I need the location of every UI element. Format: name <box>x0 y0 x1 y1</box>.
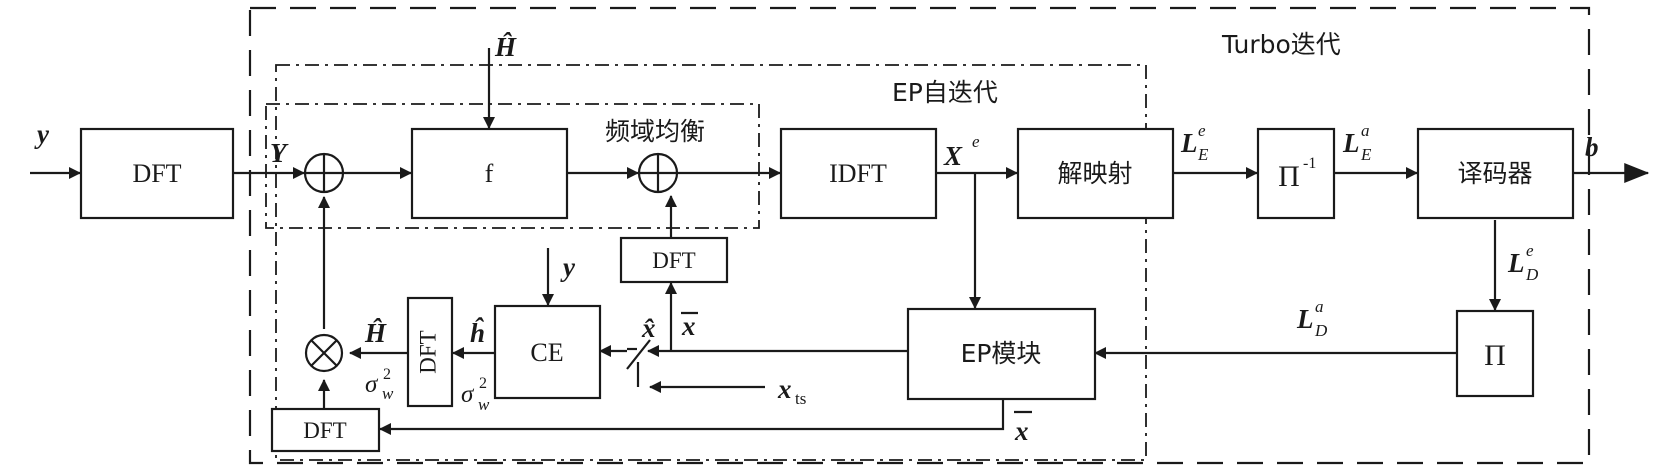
svg-text:译码器: 译码器 <box>1457 159 1532 188</box>
svg-text:DFT: DFT <box>652 248 695 273</box>
svg-text:L: L <box>1296 304 1314 334</box>
label-x-bar-upper: x <box>681 311 698 341</box>
label-X-e: X e <box>943 132 980 171</box>
dft-h-block: DFT <box>406 296 454 408</box>
svg-text:E: E <box>1197 145 1209 164</box>
dft-xbar-block: DFT <box>619 236 729 284</box>
svg-text:-1: -1 <box>1303 155 1316 172</box>
label-H-hat-left: Ĥ <box>364 318 387 348</box>
svg-text:σ: σ <box>461 381 475 408</box>
svg-text:L: L <box>1180 128 1198 158</box>
svg-text:ts: ts <box>795 389 806 408</box>
sum-junction-2 <box>637 152 679 194</box>
wire-ep-to-dft-sigma <box>379 400 1005 435</box>
svg-text:DFT: DFT <box>415 330 440 373</box>
svg-text:a: a <box>1361 121 1370 140</box>
idft-block: IDFT <box>779 127 938 220</box>
label-L-D-e: L e D <box>1507 241 1539 284</box>
label-Y: Y <box>270 138 289 168</box>
svg-text:x: x <box>1014 416 1029 446</box>
svg-text:w: w <box>478 395 490 414</box>
svg-text:e: e <box>972 132 980 151</box>
svg-text:f: f <box>485 159 494 188</box>
svg-text:X: X <box>943 141 963 171</box>
svg-text:IDFT: IDFT <box>829 159 887 188</box>
turbo-iteration-label: Turbo迭代 <box>1221 30 1341 59</box>
dft-input-block: DFT <box>79 127 235 220</box>
interleaver-block: Π <box>1455 309 1535 398</box>
label-x-hat: x̂ <box>641 313 656 343</box>
svg-text:σ: σ <box>365 371 379 398</box>
svg-text:Π: Π <box>1278 160 1300 193</box>
demap-block: 解映射 <box>1016 127 1175 220</box>
label-sigma-w-left: σ 2 w <box>365 366 394 403</box>
ep-self-iteration-label: EP自迭代 <box>892 78 998 107</box>
freq-equalization-label: 频域均衡 <box>605 117 705 146</box>
svg-text:EP模块: EP模块 <box>961 339 1042 368</box>
label-y-ce: y <box>560 252 576 282</box>
svg-text:e: e <box>1198 121 1206 140</box>
dft-sigma-block: DFT <box>270 407 381 453</box>
svg-text:w: w <box>382 384 394 403</box>
ce-block: CE <box>493 304 602 400</box>
deinterleaver-block: Π -1 <box>1256 127 1336 220</box>
svg-text:Π: Π <box>1484 339 1506 372</box>
label-b: b <box>1585 132 1599 162</box>
switch-blade <box>626 339 651 370</box>
svg-text:DFT: DFT <box>303 418 346 443</box>
label-L-E-a: L a E <box>1342 121 1372 164</box>
svg-text:2: 2 <box>479 375 487 392</box>
freq-equalization-region <box>265 103 760 229</box>
label-x-bar-lower: x <box>1014 410 1032 446</box>
svg-text:E: E <box>1360 145 1372 164</box>
svg-text:e: e <box>1526 241 1534 260</box>
label-L-D-a: L a D <box>1296 297 1328 340</box>
label-x-ts: x ts <box>777 374 806 408</box>
svg-text:解映射: 解映射 <box>1057 159 1132 188</box>
svg-text:CE: CE <box>530 338 563 367</box>
f-block: f <box>410 127 569 220</box>
decoder-block: 译码器 <box>1416 127 1575 220</box>
svg-text:L: L <box>1507 248 1525 278</box>
svg-text:DFT: DFT <box>132 159 181 188</box>
multiplier-node <box>304 333 344 373</box>
turbo-iteration-region <box>248 6 1591 465</box>
svg-text:x: x <box>681 311 696 341</box>
ep-self-iteration-region <box>275 64 1147 461</box>
label-h-hat: ĥ <box>470 317 485 348</box>
label-y-in: y <box>34 119 50 149</box>
svg-text:D: D <box>1314 321 1328 340</box>
svg-text:a: a <box>1315 297 1324 316</box>
label-sigma-w-right: σ 2 w <box>461 375 490 414</box>
ep-module-block: EP模块 <box>906 307 1097 401</box>
svg-text:x: x <box>777 374 792 404</box>
svg-text:D: D <box>1525 265 1539 284</box>
label-L-E-e: L e E <box>1180 121 1209 164</box>
svg-text:L: L <box>1342 128 1360 158</box>
label-H-hat-top: Ĥ <box>494 32 517 62</box>
svg-text:2: 2 <box>383 366 391 383</box>
sum-junction-1 <box>303 152 345 194</box>
